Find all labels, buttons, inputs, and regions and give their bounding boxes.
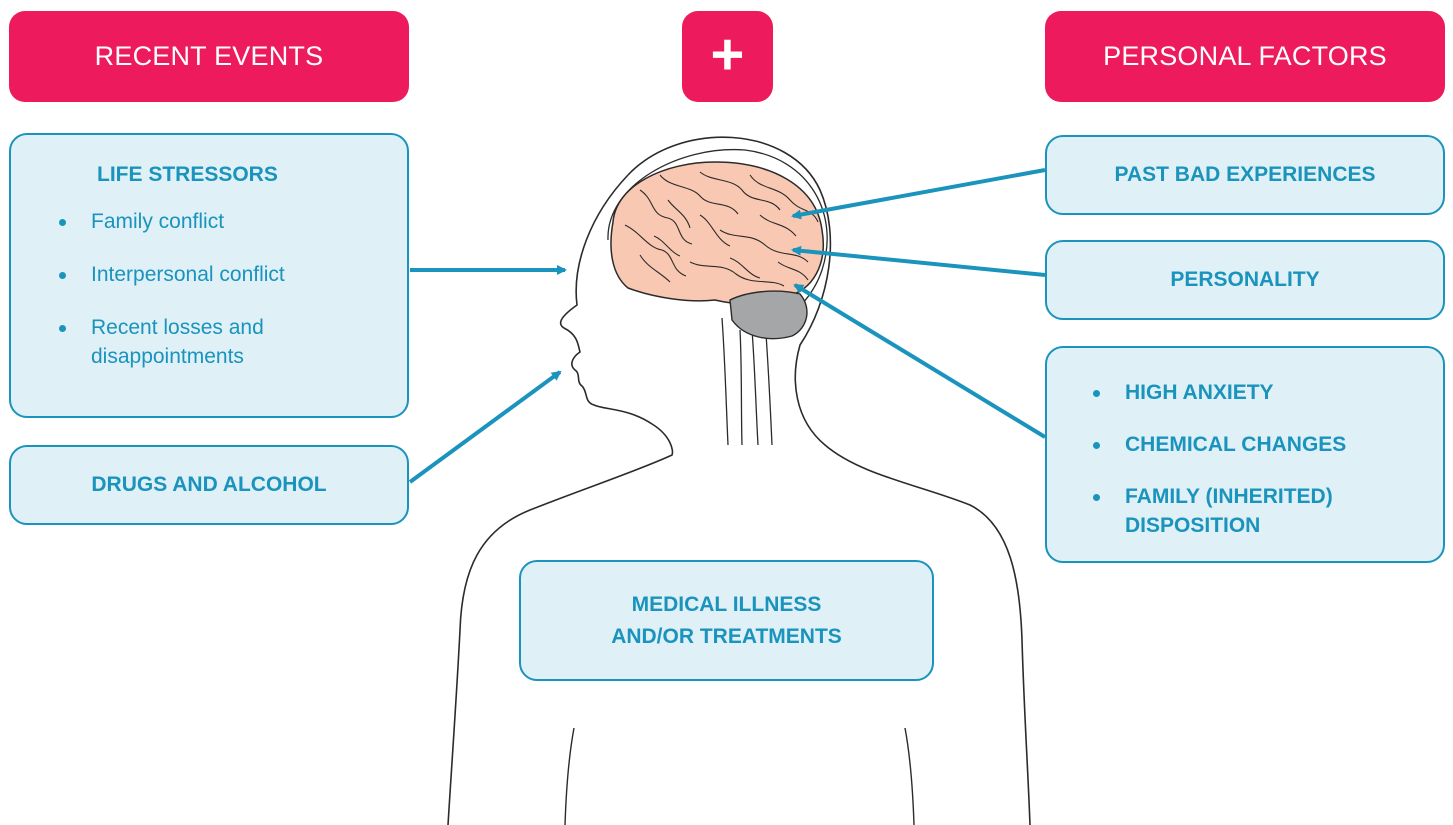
life-stressors-box: LIFE STRESSORS Family conflict Interpers… [9,133,409,418]
biological-factors-box: HIGH ANXIETY CHEMICAL CHANGES FAMILY (IN… [1045,346,1445,563]
recent-events-label: RECENT EVENTS [95,41,324,72]
personality-box: PERSONALITY [1045,240,1445,320]
arrow-personality [793,250,1045,275]
medical-illness-box: MEDICAL ILLNESS AND/OR TREATMENTS [519,560,934,681]
list-item: FAMILY (INHERITED) DISPOSITION [1085,482,1355,540]
medical-illness-line1: MEDICAL ILLNESS [632,589,822,621]
plus-badge: + [682,11,773,102]
life-stressors-title: LIFE STRESSORS [97,163,387,187]
past-bad-experiences-label: PAST BAD EXPERIENCES [1115,163,1376,187]
personal-factors-header: PERSONAL FACTORS [1045,11,1445,102]
life-stressors-list: Family conflict Interpersonal conflict R… [51,207,387,371]
arrow-past-experiences [793,170,1045,216]
right-inner-arm [905,728,914,825]
list-item: Family conflict [51,207,387,236]
list-item: HIGH ANXIETY [1085,378,1423,407]
past-bad-experiences-box: PAST BAD EXPERIENCES [1045,135,1445,215]
recent-events-header: RECENT EVENTS [9,11,409,102]
drugs-alcohol-box: DRUGS AND ALCOHOL [9,445,409,525]
list-item: CHEMICAL CHANGES [1085,430,1423,459]
personal-factors-label: PERSONAL FACTORS [1103,41,1387,72]
drugs-alcohol-label: DRUGS AND ALCOHOL [91,473,326,497]
brain-icon [611,162,823,339]
list-item: Recent losses and disappointments [51,313,321,371]
plus-icon: + [710,26,744,84]
biological-factors-list: HIGH ANXIETY CHEMICAL CHANGES FAMILY (IN… [1085,378,1423,540]
arrow-drugs-alcohol [410,372,560,482]
left-inner-arm [565,728,574,825]
list-item: Interpersonal conflict [51,260,387,289]
medical-illness-line2: AND/OR TREATMENTS [611,621,842,653]
arrow-biological [795,285,1045,437]
personality-label: PERSONALITY [1170,268,1319,292]
